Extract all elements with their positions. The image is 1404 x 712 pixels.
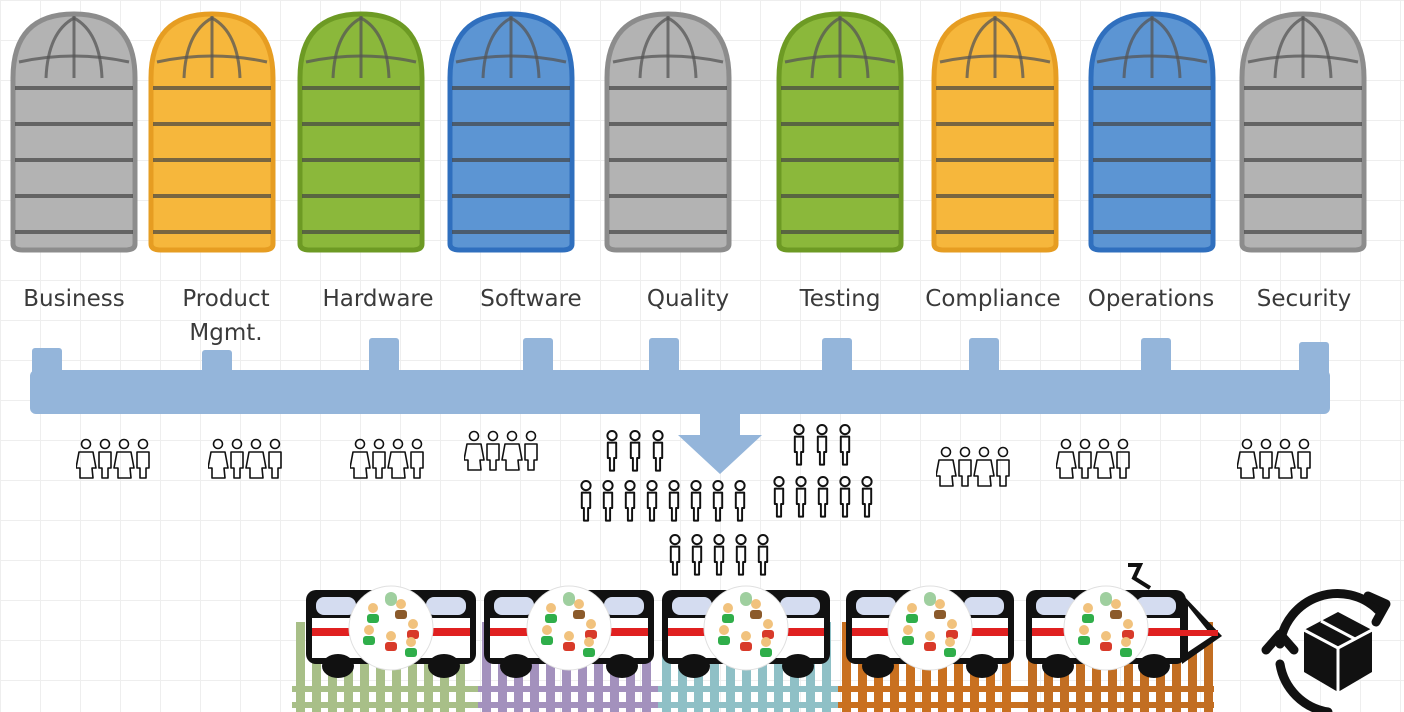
silo-label-operations: Operations [1088,286,1214,312]
person-icon [861,476,873,518]
merge-arrow-icon [678,410,762,474]
silo-row [10,11,1367,253]
people-group-icon [1056,438,1130,479]
person-icon [839,476,851,518]
silo-hardware [297,11,425,253]
railway-track [292,622,1214,712]
silo-business [10,11,138,253]
person-icon [668,480,680,522]
person-icon [690,480,702,522]
person-icon [757,534,769,576]
silo-product [148,11,276,253]
person-icon [624,480,636,522]
person-icon [816,424,828,466]
person-icon [669,534,681,576]
people-group-icon [76,438,150,479]
person-icon [735,534,747,576]
person-icon [652,430,664,472]
silo-label-business: Business [23,286,124,312]
silo-compliance [931,11,1059,253]
silo-label-security: Security [1257,286,1351,312]
silo-label-hardware: Hardware [322,286,433,312]
silo-label-compliance: Compliance [925,286,1060,312]
train-car [1026,585,1186,678]
people-group-icon [464,430,538,471]
person-icon [795,476,807,518]
silo-operations [1088,11,1216,253]
silo-label-product: Product [182,286,269,312]
people-group-icon [1237,438,1311,479]
person-icon [646,480,658,522]
person-icon [691,534,703,576]
person-icon [629,430,641,472]
person-icon [713,534,725,576]
person-icon [602,480,614,522]
silo-testing [776,11,904,253]
silo-labels: Business Product Mgmt. Hardware Software… [23,286,1351,346]
train-car [484,585,654,678]
silo-label-software: Software [480,286,581,312]
conveyor-bar [30,338,1330,474]
people-group-icon [936,446,1010,487]
silo-quality [604,11,732,253]
person-icon [734,480,746,522]
person-icon [773,476,785,518]
train-icon [306,563,1222,678]
person-icon [839,424,851,466]
person-icon [606,430,618,472]
silo-label-product-line2: Mgmt. [189,320,262,346]
train-car [306,585,476,678]
silo-label-testing: Testing [799,286,881,312]
train-car [846,585,1014,678]
silo-label-quality: Quality [647,286,729,312]
person-icon [793,424,805,466]
silo-software [447,11,575,253]
silo-security [1239,11,1367,253]
train-car [662,585,830,678]
person-icon [580,480,592,522]
people-group-icon [350,438,424,479]
people-group-icon [208,438,282,479]
package-cycle-icon [1261,589,1391,712]
person-icon [817,476,829,518]
person-icon [712,480,724,522]
